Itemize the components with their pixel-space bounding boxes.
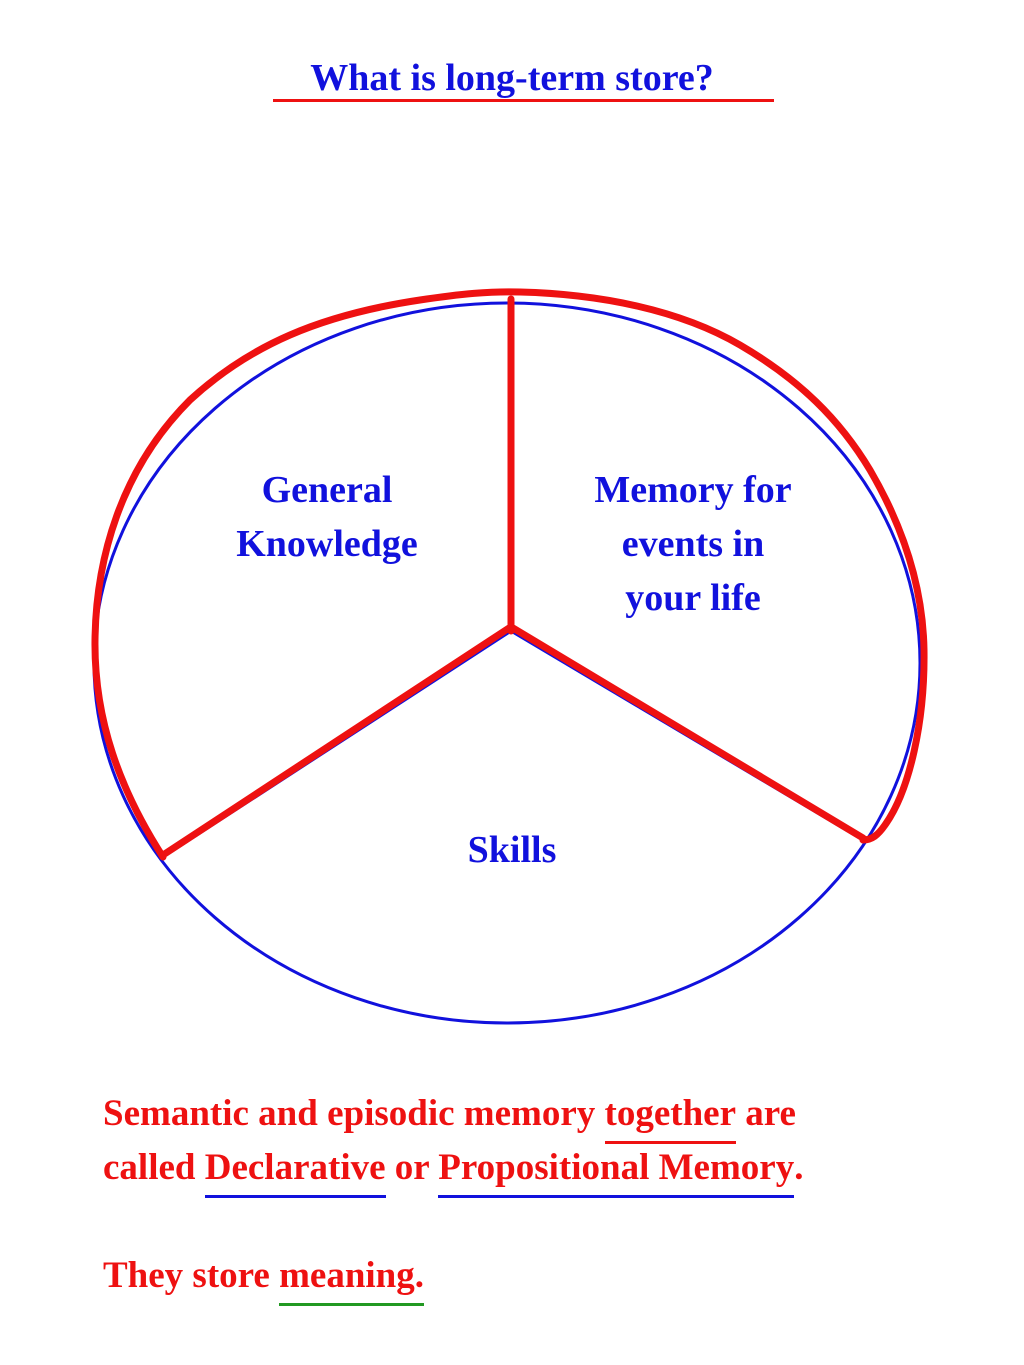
spacer [103,1195,1003,1249]
radial-line-right [509,624,867,842]
segment-label-line: events in [621,523,765,565]
underlined-together: together [604,1087,736,1144]
notes-block: Semantic and episodic memory together ar… [103,1087,1003,1306]
note-text: Semantic and episodic memory [103,1093,605,1134]
note-text: . [794,1147,804,1188]
note-line-2: called Declarative or Propositional Memo… [103,1141,1003,1198]
underlined-propositional-memory: Propositional Memory [438,1141,794,1198]
segment-label-episodic: Memory for events in your life [543,463,843,625]
page-title-text: What is long-term store? [310,57,714,99]
radial-line-left [159,624,513,859]
note-text: They store [103,1255,280,1296]
segment-label-line: Knowledge [236,523,418,565]
title-underline [273,99,774,102]
page-title: What is long-term store? [0,54,1024,102]
underlined-meaning: meaning. [279,1249,424,1306]
highlight-arc [91,288,928,861]
note-text: called [103,1147,205,1188]
outer-circle [92,301,922,1025]
note-line-1: Semantic and episodic memory together ar… [103,1087,1003,1144]
segment-label-skills: Skills [362,823,662,877]
underlined-declarative: Declarative [204,1141,386,1198]
segment-label-general-knowledge: General Knowledge [177,463,477,571]
segment-label-line: Memory for [594,469,792,511]
note-line-3: They store meaning. [103,1249,1003,1306]
note-text: or [385,1147,439,1188]
note-text: are [736,1093,796,1134]
segment-label-line: your life [625,577,761,619]
segment-label-line: General [261,469,393,511]
segment-label-line: Skills [467,829,557,871]
